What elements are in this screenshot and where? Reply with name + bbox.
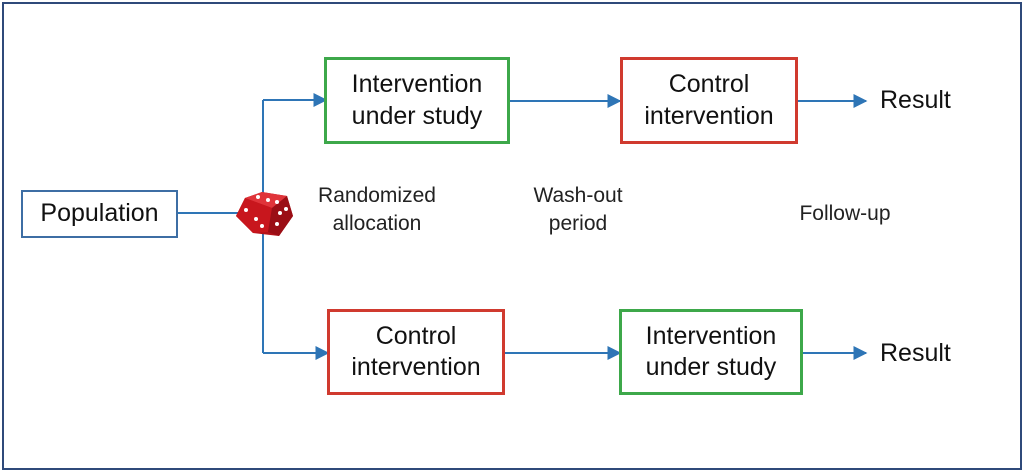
- top-result-label: Result: [880, 86, 951, 114]
- randomized-allocation-label: Randomized allocation: [318, 184, 436, 236]
- washout-period-label: Wash-out period: [533, 184, 623, 236]
- bottom-control-box: Control intervention: [327, 309, 505, 395]
- followup-label: Follow-up: [799, 202, 891, 225]
- top-control-label: Control intervention: [644, 70, 774, 130]
- bottom-intervention-label: Intervention under study: [645, 321, 777, 381]
- population-box: Population: [21, 190, 178, 238]
- bottom-control-label: Control intervention: [351, 321, 481, 381]
- bottom-result-label: Result: [880, 339, 951, 367]
- top-intervention-box: Intervention under study: [324, 57, 510, 144]
- dice-icon: [236, 192, 293, 236]
- population-label: Population: [40, 199, 159, 228]
- top-control-box: Control intervention: [620, 57, 798, 144]
- top-intervention-label: Intervention under study: [351, 70, 483, 130]
- bottom-intervention-box: Intervention under study: [619, 309, 803, 395]
